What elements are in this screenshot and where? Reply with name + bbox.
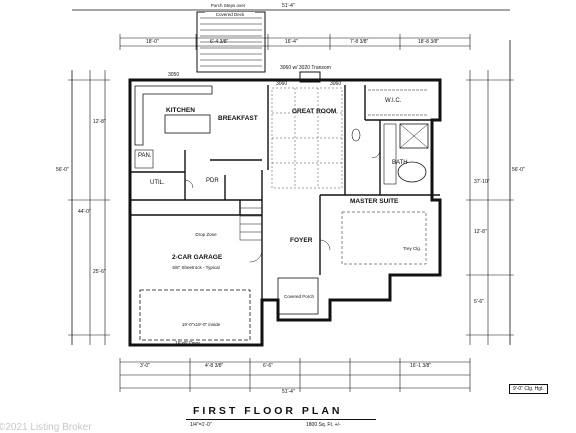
room-label-garage: 2-CAR GARAGE — [172, 254, 223, 261]
dim-bottom-d: 16'-1 3/8" — [410, 363, 432, 369]
dim-top-c: 7'-8 3/8" — [350, 39, 369, 45]
note-garage-dims: 19'-0"x19'-0" inside — [181, 322, 221, 327]
room-label-kitchen: KITCHEN — [166, 107, 195, 114]
watermark: ©2021 Listing Broker — [0, 422, 92, 433]
toilet — [351, 128, 361, 142]
dim-top-d: 18'-8 3/8" — [418, 39, 440, 45]
dim-overall-right: 56'-0" — [512, 167, 525, 173]
great-room-grid — [271, 87, 343, 189]
dim-bottom-a: 3'-0" — [140, 363, 150, 369]
dim-right-b: 12'-8" — [474, 229, 487, 235]
room-label-utility: UTIL. — [150, 180, 165, 186]
door-swings — [184, 149, 381, 263]
shower — [399, 123, 429, 149]
dim-right-c: 5'-6" — [474, 299, 484, 305]
dim-bottom-c: 6'-6" — [263, 363, 273, 369]
title-underline — [186, 419, 376, 420]
tub — [397, 161, 427, 183]
dim-left-b: 25'-6" — [93, 269, 106, 275]
dim-left-c: 12'-8" — [93, 119, 106, 125]
dim-bottom-b: 4'-8 3/8" — [205, 363, 224, 369]
room-label-master-suite: MASTER SUITE — [350, 198, 399, 205]
dim-top-b: 16'-4" — [285, 39, 298, 45]
note-covered-deck: Covered Deck — [205, 12, 255, 17]
door-label-a: 3060 — [276, 81, 288, 87]
dim-overall-bottom: 51'-4" — [282, 389, 295, 395]
ceiling-height-note: 9'-0" Clg. Hgt. — [509, 384, 548, 394]
stair — [239, 199, 263, 241]
kitchen-island — [164, 114, 211, 134]
vanity — [383, 123, 397, 185]
plan-title: FIRST FLOOR PLAN — [193, 405, 343, 417]
door-label-b: 3060 — [330, 81, 342, 87]
plan-scale: 1/4"=1'-0" — [190, 422, 212, 428]
pantry-shelving — [134, 149, 154, 169]
dim-left-a: 44'-0" — [78, 209, 91, 215]
interior-walls — [130, 85, 440, 300]
room-label-foyer: FOYER — [290, 237, 313, 244]
room-label-bath: BATH — [392, 160, 408, 166]
kitchen-counter — [134, 85, 213, 146]
room-label-wic: W.I.C. — [385, 98, 402, 104]
dim-top-a: 6'-4 3/8" — [210, 39, 229, 45]
garage-door-label: 16'x8' Door — [175, 341, 200, 347]
trey-ceiling — [341, 211, 427, 265]
door-label-c: 3050 — [168, 72, 180, 78]
exterior-wall — [128, 78, 442, 347]
deck-stair-treads — [200, 17, 262, 67]
room-label-great-room: GREAT ROOM — [292, 108, 337, 115]
fireplace — [299, 71, 321, 83]
dim-overall-left: 56'-0" — [56, 167, 69, 173]
note-garage: 5/8" Sheetrock - Typical — [172, 265, 220, 270]
room-label-breakfast: BREAKFAST — [218, 115, 258, 122]
room-label-pantry: PAN. — [138, 153, 152, 159]
dim-right-a: 37'-10" — [474, 179, 490, 185]
note-covered-porch: Covered Porch — [283, 294, 314, 299]
closet-shelves — [368, 89, 428, 116]
covered-porch — [277, 277, 319, 315]
dim-top-left: 18'-0" — [146, 39, 159, 45]
room-label-powder: PDR — [206, 178, 219, 184]
plan-area: 1800 Sq. Ft. +/- — [306, 422, 341, 428]
note-drop-zone: Drop Zone — [195, 232, 217, 237]
window-label-a: 3060 w/ 3020 Transom — [280, 65, 331, 71]
note-trey-ceiling: Trey Clg. — [402, 246, 422, 251]
dim-overall-top: 51'-4" — [282, 3, 295, 9]
garage-door — [139, 289, 251, 341]
note-porch-steps: Porch Steps over — [210, 3, 246, 8]
